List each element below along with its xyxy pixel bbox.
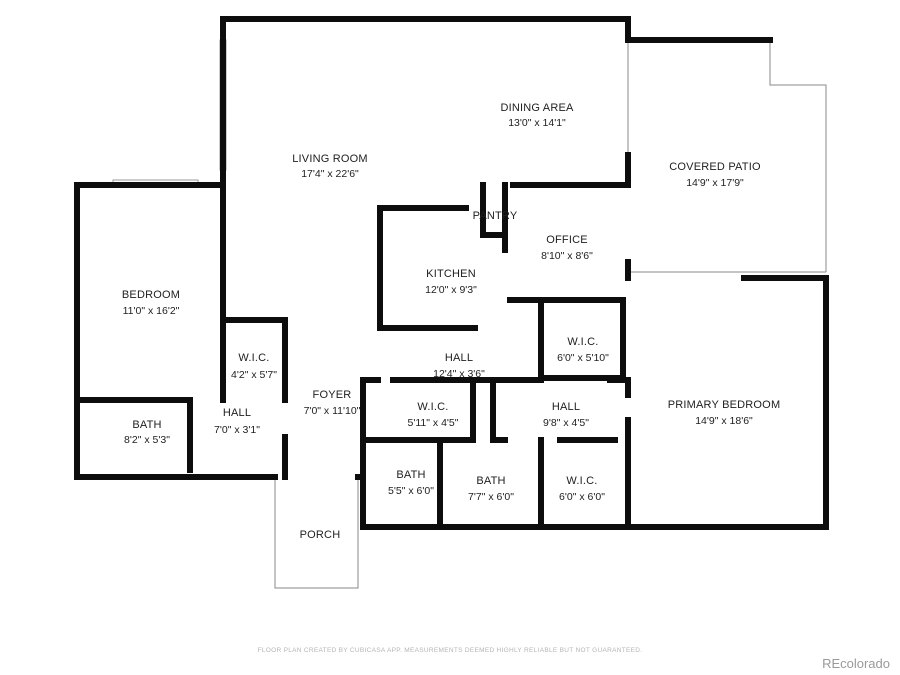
room-bath-1: BATH 8'2" x 5'3" [124, 419, 170, 446]
room-name: FOYER [313, 389, 352, 401]
room-dims: 12'0" x 9'3" [425, 284, 477, 296]
room-dims: 12'4" x 3'6" [433, 368, 485, 380]
room-covered-patio: COVERED PATIO 14'9" x 17'9" [669, 161, 761, 189]
room-dims: 9'8" x 4'5" [543, 417, 589, 429]
room-name: BATH [476, 475, 505, 487]
room-name: PANTRY [473, 210, 518, 222]
room-name: OFFICE [546, 234, 588, 246]
room-bedroom: BEDROOM 11'0" x 16'2" [122, 289, 180, 317]
room-dims: 5'5" x 6'0" [388, 485, 434, 497]
room-name: LIVING ROOM [292, 153, 368, 165]
room-name: DINING AREA [500, 102, 574, 114]
room-dims: 17'4" x 22'6" [301, 168, 359, 180]
room-wic-1: W.I.C. 4'2" x 5'7" [231, 352, 277, 381]
room-name: KITCHEN [426, 268, 476, 280]
room-dims: 8'2" x 5'3" [124, 434, 170, 446]
room-hall-2: HALL 9'8" x 4'5" [543, 401, 589, 429]
room-dims: 11'0" x 16'2" [123, 305, 180, 317]
room-dims: 4'2" x 5'7" [231, 369, 277, 381]
room-name: HALL [223, 407, 251, 419]
room-dims: 14'9" x 17'9" [686, 177, 744, 189]
disclaimer-text: FLOOR PLAN CREATED BY CUBICASA APP. MEAS… [257, 647, 643, 654]
room-dims: 14'9" x 18'6" [695, 415, 753, 427]
walls [74, 16, 829, 530]
room-name: W.I.C. [566, 475, 597, 487]
room-primary-bedroom: PRIMARY BEDROOM 14'9" x 18'6" [668, 399, 781, 427]
room-kitchen: KITCHEN 12'0" x 9'3" [425, 268, 477, 296]
room-office: OFFICE 8'10" x 8'6" [541, 234, 593, 262]
room-dims: 7'7" x 6'0" [468, 491, 514, 503]
room-name: PORCH [300, 529, 341, 541]
room-name: BATH [396, 469, 425, 481]
room-living-room: LIVING ROOM 17'4" x 22'6" [292, 153, 368, 180]
room-pantry: PANTRY [473, 210, 518, 222]
room-bath-2: BATH 5'5" x 6'0" [388, 469, 434, 497]
room-porch: PORCH [300, 529, 341, 541]
room-name: HALL [445, 352, 473, 364]
room-dims: 6'0" x 6'0" [559, 491, 605, 503]
room-name: PRIMARY BEDROOM [668, 399, 781, 411]
room-dims: 7'0" x 11'10" [304, 405, 361, 417]
room-name: W.I.C. [417, 401, 448, 413]
brand-watermark: REcolorado [822, 656, 890, 671]
room-name: HALL [552, 401, 580, 413]
room-wic-3: W.I.C. 5'11" x 4'5" [408, 401, 459, 429]
room-hall-1: HALL 12'4" x 3'6" [433, 352, 485, 380]
room-wic-2: W.I.C. 6'0" x 5'10" [557, 336, 609, 364]
room-name: COVERED PATIO [669, 161, 761, 173]
room-foyer: FOYER 7'0" x 11'10" [304, 389, 361, 417]
room-bath-3: BATH 7'7" x 6'0" [468, 475, 514, 503]
room-labels: LIVING ROOM 17'4" x 22'6" DINING AREA 13… [122, 102, 780, 541]
room-name: W.I.C. [238, 352, 269, 364]
room-name: BEDROOM [122, 289, 180, 301]
room-dims: 5'11" x 4'5" [408, 417, 459, 429]
room-wic-4: W.I.C. 6'0" x 6'0" [559, 475, 605, 503]
room-dims: 8'10" x 8'6" [541, 250, 593, 262]
room-hall-3: HALL 7'0" x 3'1" [214, 407, 260, 436]
room-name: W.I.C. [567, 336, 598, 348]
room-dims: 6'0" x 5'10" [557, 352, 609, 364]
room-dims: 13'0" x 14'1" [508, 117, 566, 129]
room-name: BATH [132, 419, 161, 431]
glass-walls [112, 39, 827, 589]
room-dims: 7'0" x 3'1" [214, 424, 260, 436]
room-dining-area: DINING AREA 13'0" x 14'1" [500, 102, 574, 129]
